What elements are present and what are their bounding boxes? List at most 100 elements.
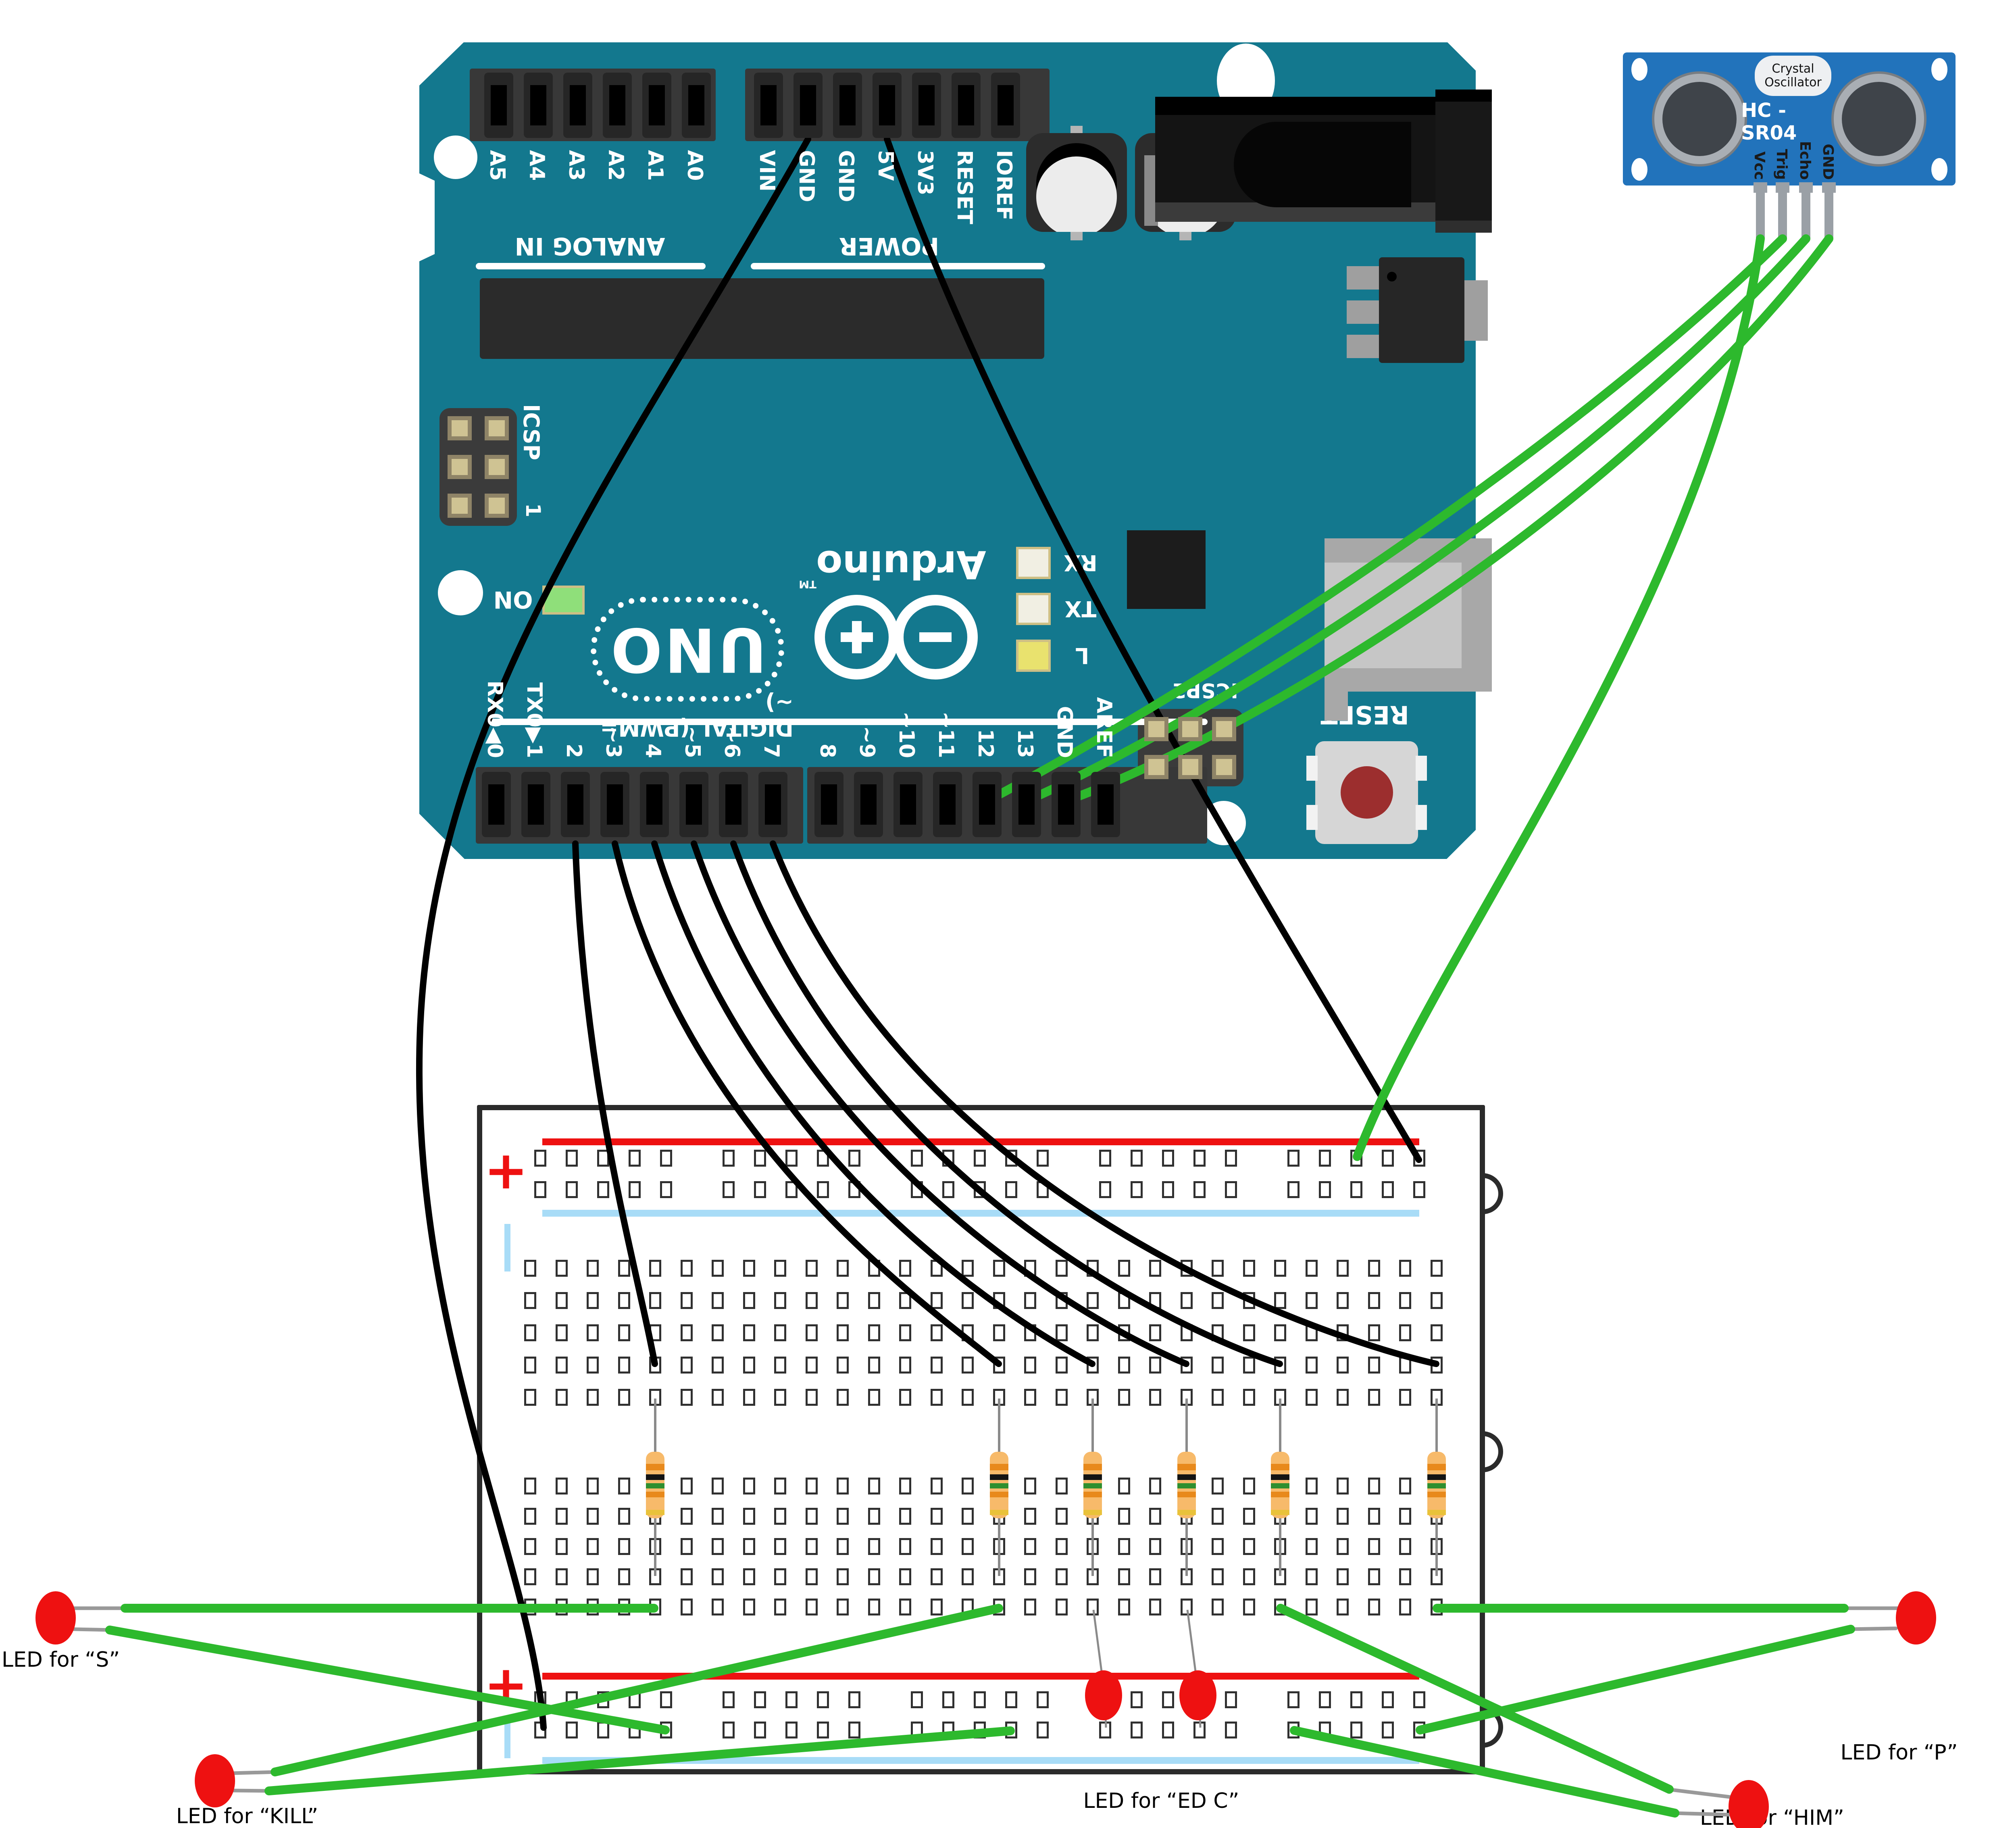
- resistor-band-orange: [1427, 1464, 1446, 1470]
- breadboard-hole: [848, 1722, 860, 1738]
- pin-hole: [646, 784, 662, 825]
- breadboard-hole: [629, 1181, 641, 1198]
- pin-hole: [821, 784, 837, 825]
- power-pin-slot: [793, 73, 823, 138]
- breadboard-hole: [712, 1357, 724, 1374]
- breadboard-hole: [754, 1691, 766, 1708]
- icsp-pin-center: [1148, 721, 1164, 737]
- breadboard-hole: [1413, 1181, 1425, 1198]
- led-lead: [1092, 1609, 1103, 1675]
- breadboard-hole: [1149, 1478, 1161, 1494]
- breadboard-hole: [1243, 1260, 1255, 1277]
- breadboard-hole: [618, 1292, 630, 1309]
- icsp-pin: [1178, 717, 1202, 741]
- icsp-label: ICSP: [519, 404, 544, 461]
- pin-hole: [528, 784, 544, 825]
- breadboard-hole: [1149, 1260, 1161, 1277]
- breadboard-hole: [587, 1508, 599, 1525]
- breadboard-hole: [911, 1691, 923, 1708]
- analog-pin-label: A3: [564, 150, 588, 181]
- analog-pin-slot: [563, 73, 592, 138]
- pin-hole: [860, 784, 877, 825]
- resistor-band-black: [1177, 1474, 1196, 1480]
- breadboard-hole: [1368, 1292, 1380, 1309]
- breadboard-hole: [1399, 1538, 1411, 1555]
- resistor-band-gold: [1427, 1510, 1446, 1515]
- breadboard-hole: [1368, 1260, 1380, 1277]
- breadboard-hole: [1243, 1538, 1255, 1555]
- breadboard-hole: [1382, 1722, 1394, 1738]
- crystal-oscillator: Crystal Oscillator: [1755, 56, 1831, 96]
- mounting-hole: [438, 570, 483, 615]
- breadboard-hole: [524, 1478, 536, 1494]
- breadboard-hole: [837, 1478, 849, 1494]
- digital-pin-slot: [1012, 772, 1041, 837]
- breadboard-hole: [930, 1292, 943, 1309]
- breadboard-hole: [649, 1389, 661, 1406]
- breadboard-hole: [1193, 1181, 1206, 1198]
- l-led: [1016, 640, 1051, 672]
- breadboard-hole: [555, 1357, 568, 1374]
- breadboard-hole: [899, 1568, 911, 1585]
- icsp-pin-center: [452, 498, 468, 514]
- power-pin-label: IOREF: [992, 150, 1016, 221]
- led-s: [35, 1591, 76, 1645]
- breadboard-hole: [1287, 1150, 1300, 1167]
- resistor-band-green: [646, 1483, 664, 1488]
- breadboard-hole: [817, 1181, 829, 1198]
- wire-pin4: [651, 840, 1095, 1367]
- icsp-pin-center: [489, 459, 505, 475]
- wire-led-kill-anode: [271, 1604, 1003, 1776]
- led-lead: [231, 1770, 279, 1775]
- breadboard-hole: [817, 1722, 829, 1738]
- sensor-hole: [1631, 58, 1647, 81]
- pin-hole: [686, 784, 702, 825]
- power-pin-label: VIN: [755, 150, 779, 192]
- digital-pin-slot: [814, 772, 843, 837]
- voltage-regulator: [1347, 266, 1381, 290]
- breadboard-hole: [1430, 1324, 1443, 1341]
- wire-led-kill-cathode: [264, 1726, 1015, 1795]
- breadboard-hole: [743, 1292, 755, 1309]
- led-lead: [1671, 1811, 1731, 1817]
- pin-hole: [839, 85, 856, 125]
- breadboard-hole: [1305, 1357, 1318, 1374]
- breadboard-hole: [805, 1389, 818, 1406]
- analog-pin-label: A0: [683, 150, 707, 181]
- breadboard-hole: [837, 1568, 849, 1585]
- power-rail-negative-line: [542, 1210, 1419, 1217]
- breadboard-hole: [1305, 1538, 1318, 1555]
- resistor-band-orange: [1083, 1464, 1102, 1470]
- breadboard-hole: [1225, 1691, 1237, 1708]
- breadboard-hole: [1024, 1538, 1036, 1555]
- breadboard-hole: [1399, 1568, 1411, 1585]
- breadboard-hole: [993, 1260, 1005, 1277]
- resistor-band-orange: [646, 1492, 664, 1497]
- breadboard-hole: [660, 1691, 672, 1708]
- digital-pin-label: ~6: [720, 726, 744, 758]
- breadboard-hole: [837, 1292, 849, 1309]
- breadboard-hole: [712, 1568, 724, 1585]
- pin-hole: [1098, 784, 1114, 825]
- breadboard-hole: [1382, 1150, 1394, 1167]
- breadboard-hole: [1212, 1357, 1224, 1374]
- breadboard-hole: [805, 1357, 818, 1374]
- breadboard-hole: [1337, 1478, 1349, 1494]
- breadboard-hole: [1055, 1357, 1068, 1374]
- breadboard-hole: [1212, 1538, 1224, 1555]
- power-jack: [1155, 97, 1437, 222]
- breadboard-hole: [723, 1150, 735, 1167]
- pin-hole: [570, 85, 586, 125]
- breadboard-hole: [1118, 1389, 1130, 1406]
- voltage-regulator-body: [1379, 257, 1464, 363]
- breadboard-hole: [743, 1599, 755, 1615]
- breadboard-hole: [1005, 1691, 1017, 1708]
- breadboard-hole: [868, 1324, 880, 1341]
- digital-pin-label: ~11: [934, 711, 958, 758]
- breadboard-hole: [743, 1568, 755, 1585]
- breadboard-hole: [868, 1357, 880, 1374]
- breadboard-hole: [1099, 1181, 1111, 1198]
- breadboard-hole: [712, 1292, 724, 1309]
- breadboard-hole: [868, 1292, 880, 1309]
- breadboard-hole: [1087, 1599, 1099, 1615]
